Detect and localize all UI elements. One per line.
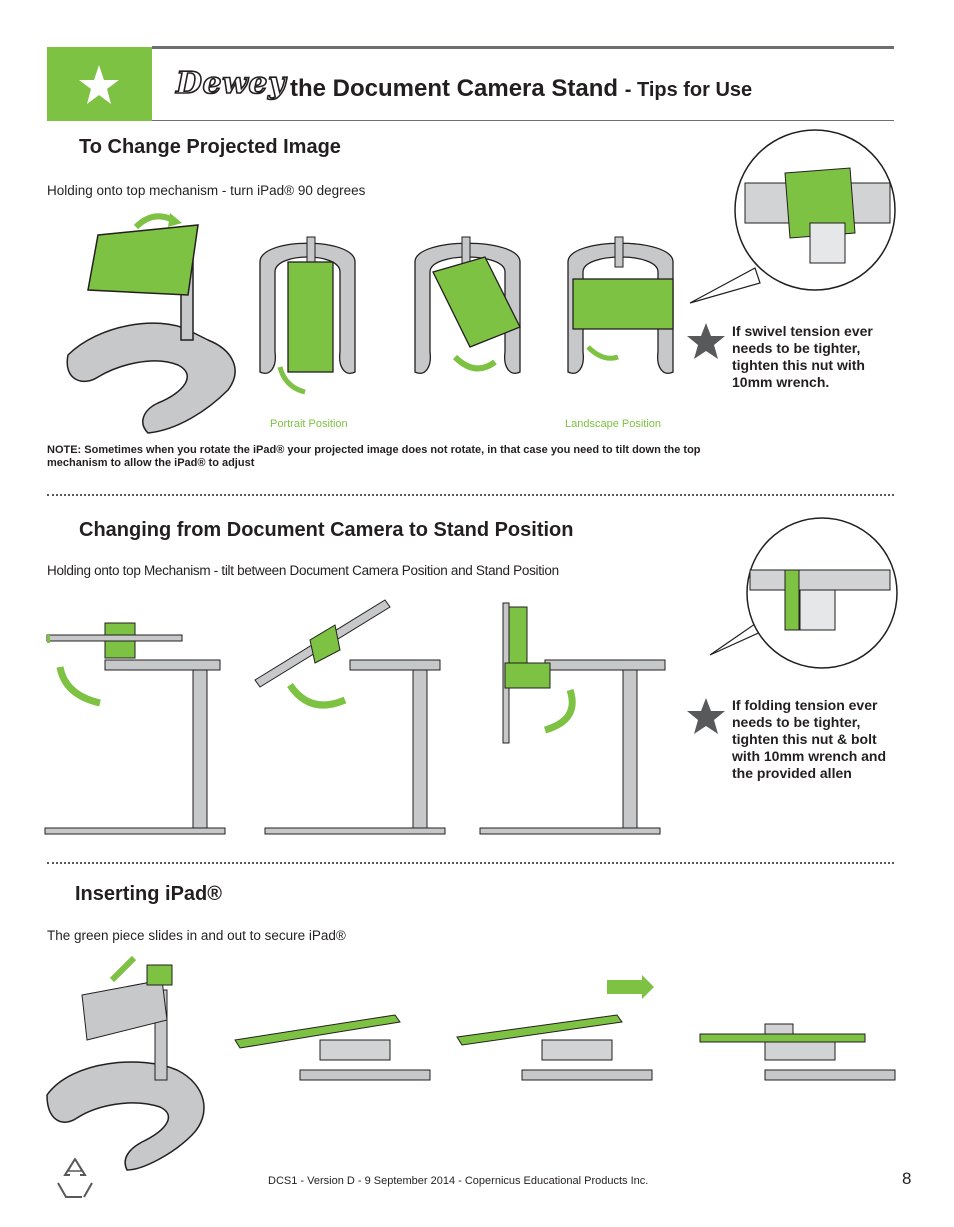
ipad-inserted-illustration — [699, 1023, 896, 1081]
page-title: the Document Camera Stand - Tips for Use — [290, 75, 752, 103]
title-main: the Document Camera Stand — [290, 75, 619, 102]
header-star-box — [47, 47, 152, 121]
recycle-icon — [57, 1157, 93, 1198]
star-icon — [79, 65, 119, 104]
folding-tension-tip: If folding tension ever needs to be tigh… — [732, 697, 887, 781]
title-subtitle: - Tips for Use — [624, 79, 753, 101]
header-top-rule — [152, 46, 894, 49]
page-number: 8 — [902, 1169, 912, 1188]
section-instruction: Holding onto top mechanism - turn iPad® … — [47, 183, 366, 198]
ipad-inserting-1-illustration — [234, 1014, 431, 1081]
footer-text: DCS1 - Version D - 9 September 2014 - Co… — [268, 1175, 649, 1187]
swivel-nut-detail — [689, 129, 896, 304]
doc-camera-position-illustration — [44, 622, 226, 835]
brand-logo: Dewey — [175, 65, 286, 102]
stand-position-illustration — [479, 602, 666, 835]
folding-nut-detail — [709, 517, 898, 669]
landscape-position-illustration — [567, 236, 674, 374]
star-icon — [687, 323, 725, 359]
portrait-position-label: Portrait Position — [270, 418, 348, 430]
tilting-position-illustration — [254, 599, 446, 835]
swivel-tension-tip: If swivel tension ever needs to be tight… — [732, 323, 873, 390]
portrait-position-illustration — [259, 236, 356, 395]
section-instruction: Holding onto top Mechanism - tilt betwee… — [47, 563, 559, 578]
section-divider — [47, 494, 894, 496]
stand-insert-illustration — [46, 955, 205, 1171]
section-heading-change-position: Changing from Document Camera to Stand P… — [79, 519, 574, 541]
rotation-note: NOTE: Sometimes when you rotate the iPad… — [47, 444, 701, 469]
stand-rotating-illustration — [66, 213, 236, 434]
header-bottom-rule — [152, 120, 894, 121]
section-heading-change-image: To Change Projected Image — [79, 136, 341, 158]
section-divider — [47, 862, 894, 864]
section-instruction: The green piece slides in and out to sec… — [47, 928, 346, 943]
section-heading-inserting-ipad: Inserting iPad® — [75, 883, 222, 905]
ipad-inserting-2-illustration — [456, 975, 654, 1081]
landscape-position-label: Landscape Position — [565, 418, 662, 430]
star-icon — [687, 698, 725, 734]
rotating-position-illustration — [414, 236, 521, 374]
